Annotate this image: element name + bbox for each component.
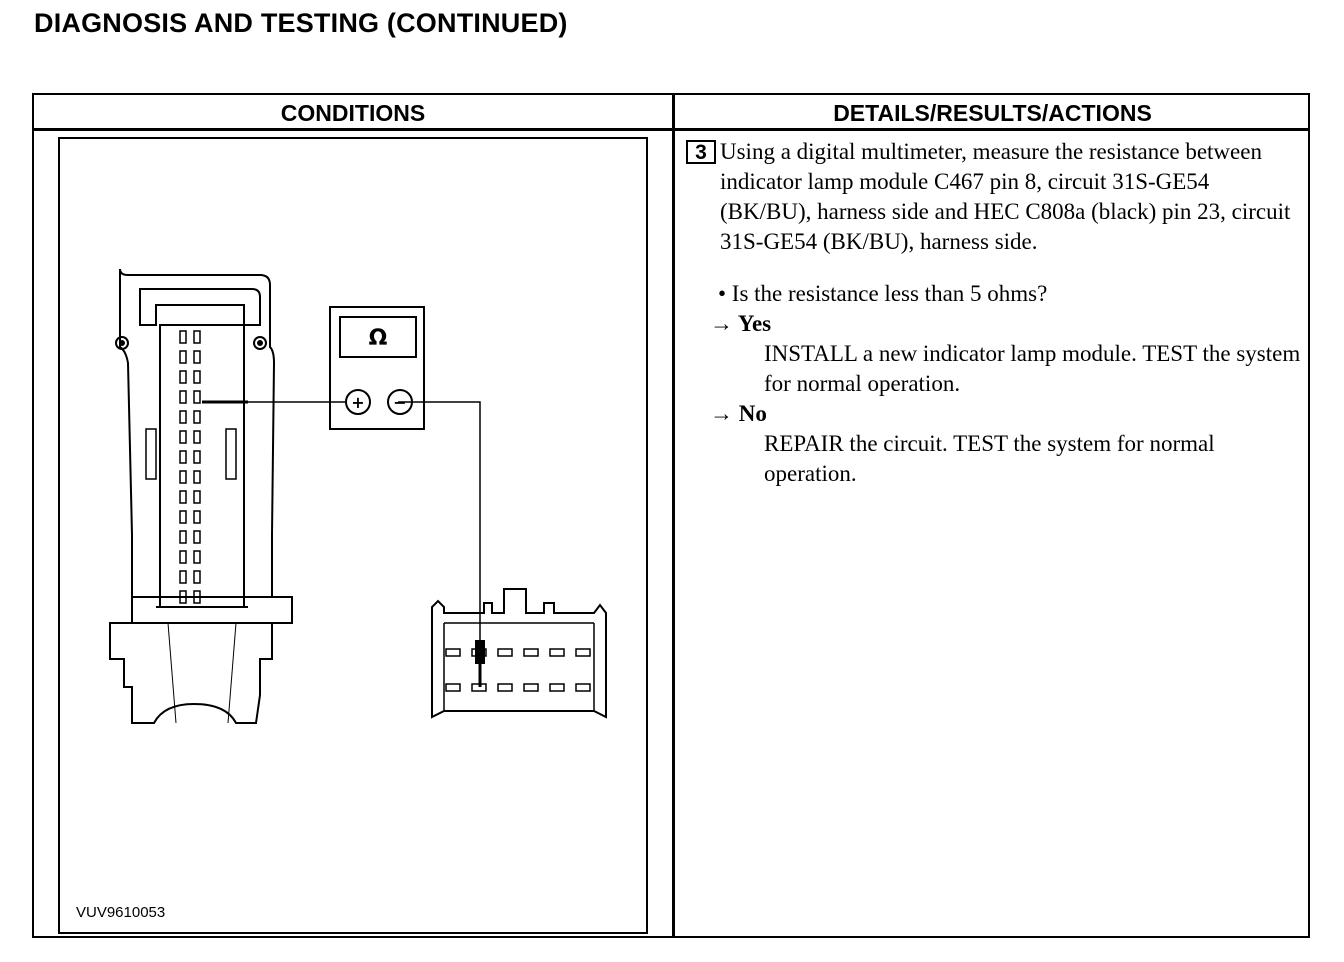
page-title: DIAGNOSIS AND TESTING (CONTINUED) [34, 8, 568, 38]
answer-no: → No [684, 399, 1306, 429]
details-panel: 3 Using a digital multimeter, measure th… [684, 137, 1306, 489]
connector-icon [431, 588, 607, 719]
header-rule [34, 128, 1308, 131]
arrow-icon: → [710, 401, 733, 426]
meter-plus-label: + [351, 393, 364, 412]
step-text: Using a digital multimeter, measure the … [720, 139, 1291, 254]
conditions-header: CONDITIONS [280, 100, 426, 126]
diagnosis-table: CONDITIONS DETAILS/RESULTS/ACTIONS [32, 93, 1310, 938]
yes-label: Yes [737, 311, 772, 336]
no-label: No [738, 401, 767, 426]
wiring-diagram: Ω + − [109, 268, 607, 724]
no-action: REPAIR the circuit. TEST the system for … [764, 431, 1215, 486]
figure-id: VUV9610053 [76, 904, 166, 921]
details-header: DETAILS/RESULTS/ACTIONS [833, 100, 1152, 126]
answer-yes: → Yes [684, 309, 1306, 339]
step-number-badge: 3 [686, 140, 716, 164]
column-divider [672, 95, 675, 936]
step-instruction: 3 Using a digital multimeter, measure th… [684, 137, 1306, 257]
step-question: • Is the resistance less than 5 ohms? [718, 281, 1048, 306]
meter-ohm-symbol: Ω [369, 326, 388, 351]
multimeter-icon: Ω + − [329, 306, 425, 430]
conditions-figure: Ω + − [58, 137, 648, 934]
arrow-icon: → [710, 311, 733, 336]
connector-icon [109, 268, 293, 724]
meter-minus-label: − [393, 393, 406, 412]
yes-action: INSTALL a new indicator lamp module. TES… [764, 341, 1301, 396]
